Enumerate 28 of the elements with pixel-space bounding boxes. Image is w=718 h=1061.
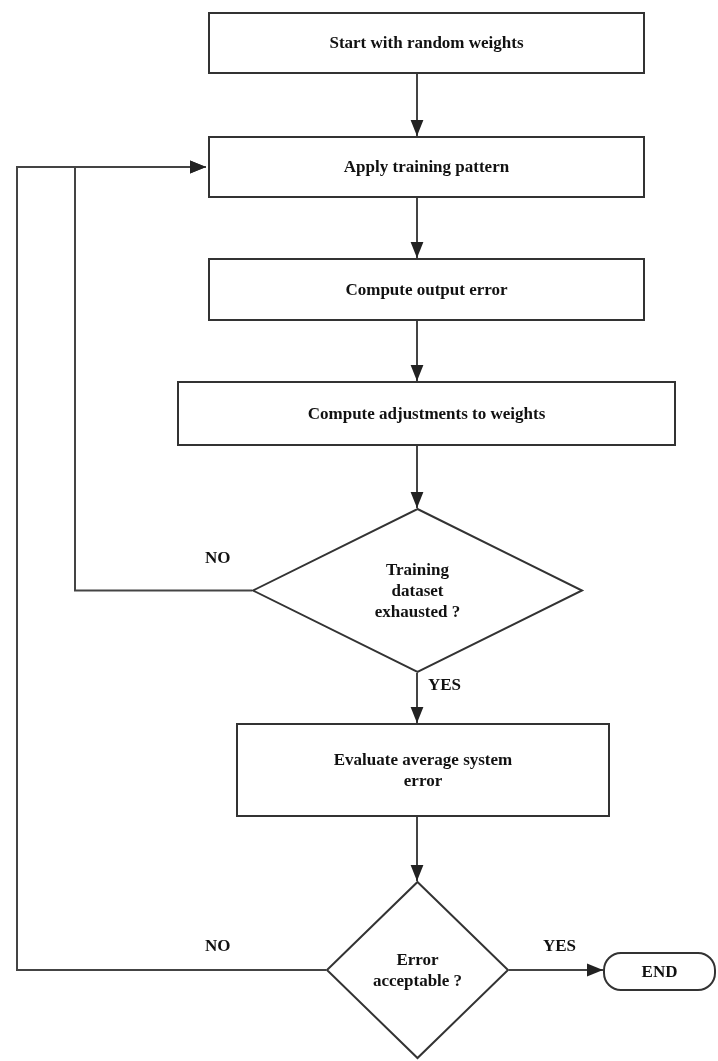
arrow (410, 672, 424, 724)
arrow (508, 963, 604, 977)
arrow (410, 197, 424, 259)
edge-label: NO (205, 548, 231, 568)
edge-label: YES (428, 675, 462, 695)
decision-diamond (326, 881, 509, 1059)
arrow (410, 320, 424, 382)
node-text: END (641, 960, 678, 983)
node-text: Apply training pattern (343, 156, 510, 178)
arrow (410, 816, 424, 882)
terminator-shape (603, 952, 716, 991)
process-box (208, 136, 645, 198)
arrow (410, 445, 424, 509)
node-text: Error acceptable ? (371, 948, 464, 992)
node-text: Compute output error (345, 278, 508, 301)
decision-diamond (252, 508, 583, 673)
process-box (208, 12, 645, 74)
arrow (410, 73, 424, 137)
node-text: Start with random weights (329, 32, 524, 54)
node-text: Training dataset exhausted ? (373, 558, 462, 623)
edge-label: YES (543, 936, 577, 956)
node-text: Compute adjustments to weights (307, 402, 546, 425)
node-text: Evaluate average system error (332, 748, 514, 792)
edge-label: NO (205, 936, 231, 956)
process-box (236, 723, 610, 817)
process-box (208, 258, 645, 321)
process-box (177, 381, 676, 446)
arrow (16, 160, 327, 971)
